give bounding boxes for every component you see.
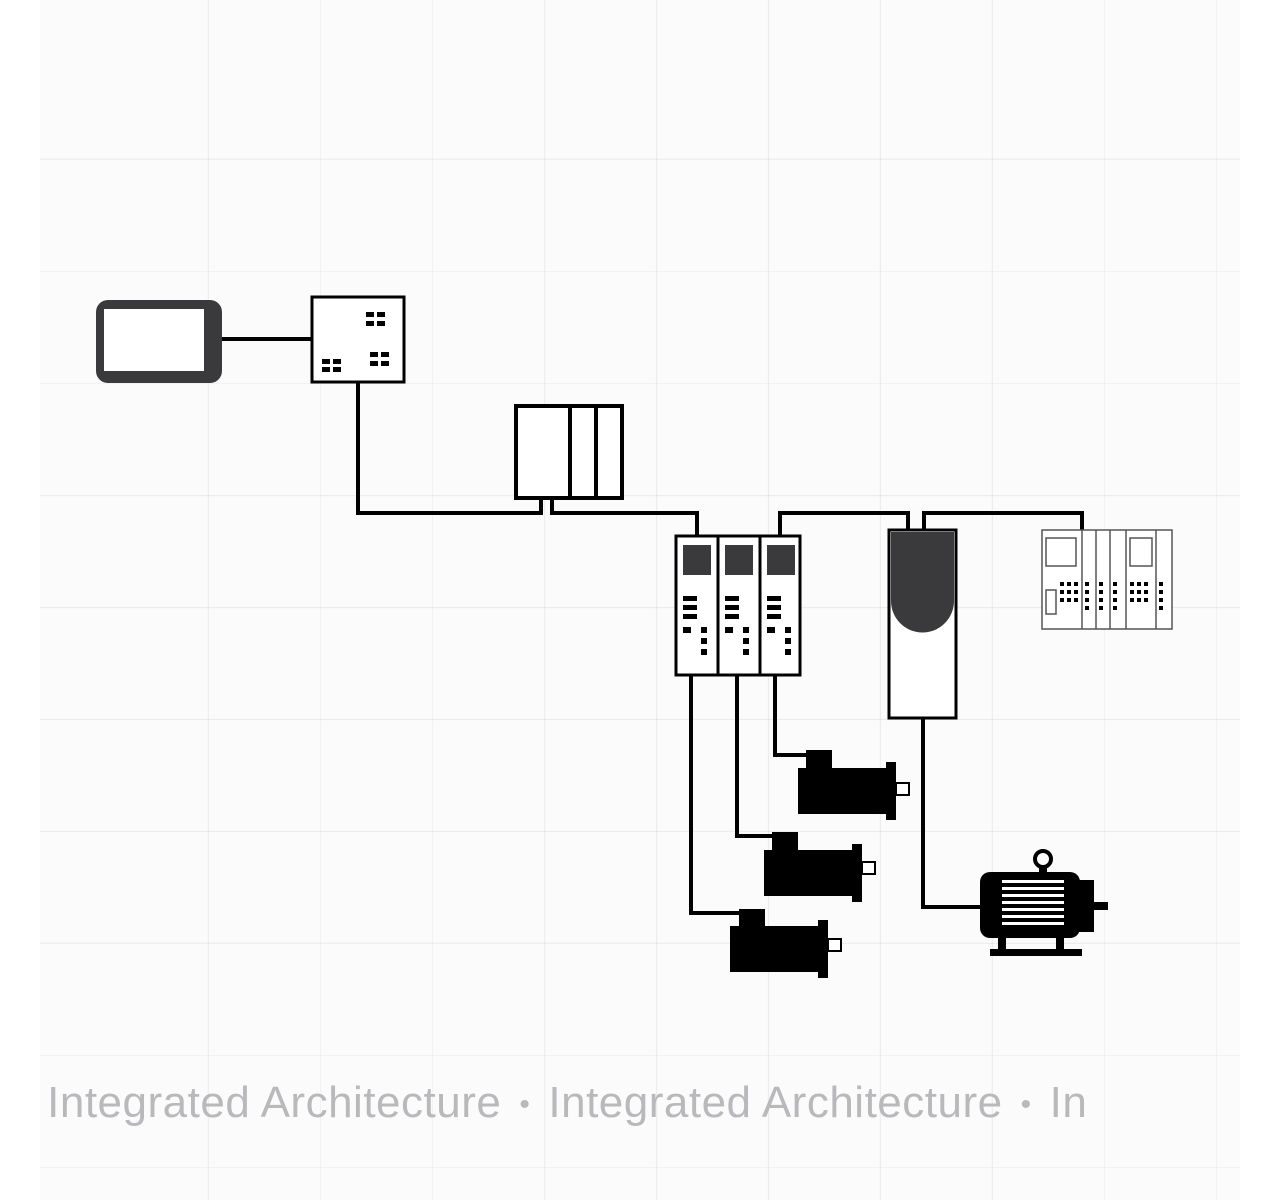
network-cables — [218, 337, 1084, 915]
drive-to-motor2-cable — [735, 675, 773, 838]
vfd-drive-icon — [887, 528, 958, 720]
separator-dot: • — [519, 1088, 531, 1122]
banner-title-2: Integrated Architecture — [548, 1078, 1003, 1127]
servo-motor-3-icon — [730, 909, 842, 978]
drive-to-vfd-cable — [778, 511, 910, 536]
servo-motor-2-icon — [764, 832, 876, 902]
separator-dot: • — [1020, 1088, 1032, 1122]
controller-chassis-icon — [514, 404, 624, 500]
io-rack-icon — [1041, 529, 1173, 630]
hmi-terminal-icon — [96, 300, 222, 383]
background-grid — [40, 0, 1240, 1200]
servo-drive-modules-icon — [674, 534, 802, 677]
controller-to-drive-cable — [550, 500, 699, 536]
drive-to-motor1-cable — [773, 675, 806, 757]
diagram-canvas: re•Integrated Architecture•Integrated Ar… — [40, 0, 1240, 1200]
banner-fragment-end: In — [1049, 1078, 1088, 1127]
vfd-to-induction-motor-cable — [921, 718, 982, 909]
induction-motor-icon — [980, 849, 1108, 956]
scrolling-title-banner: re•Integrated Architecture•Integrated Ar… — [40, 1078, 1240, 1138]
servo-motor-1-icon — [798, 750, 910, 820]
switch-to-controller-cable — [356, 382, 543, 515]
banner-track: re•Integrated Architecture•Integrated Ar… — [40, 1078, 1087, 1128]
ethernet-switch-icon — [310, 295, 406, 384]
vfd-to-io-cable — [922, 511, 1084, 530]
architecture-diagram — [96, 295, 1173, 978]
drive-to-motor3-cable — [689, 675, 740, 915]
banner-title-1: Integrated Architecture — [47, 1078, 502, 1127]
